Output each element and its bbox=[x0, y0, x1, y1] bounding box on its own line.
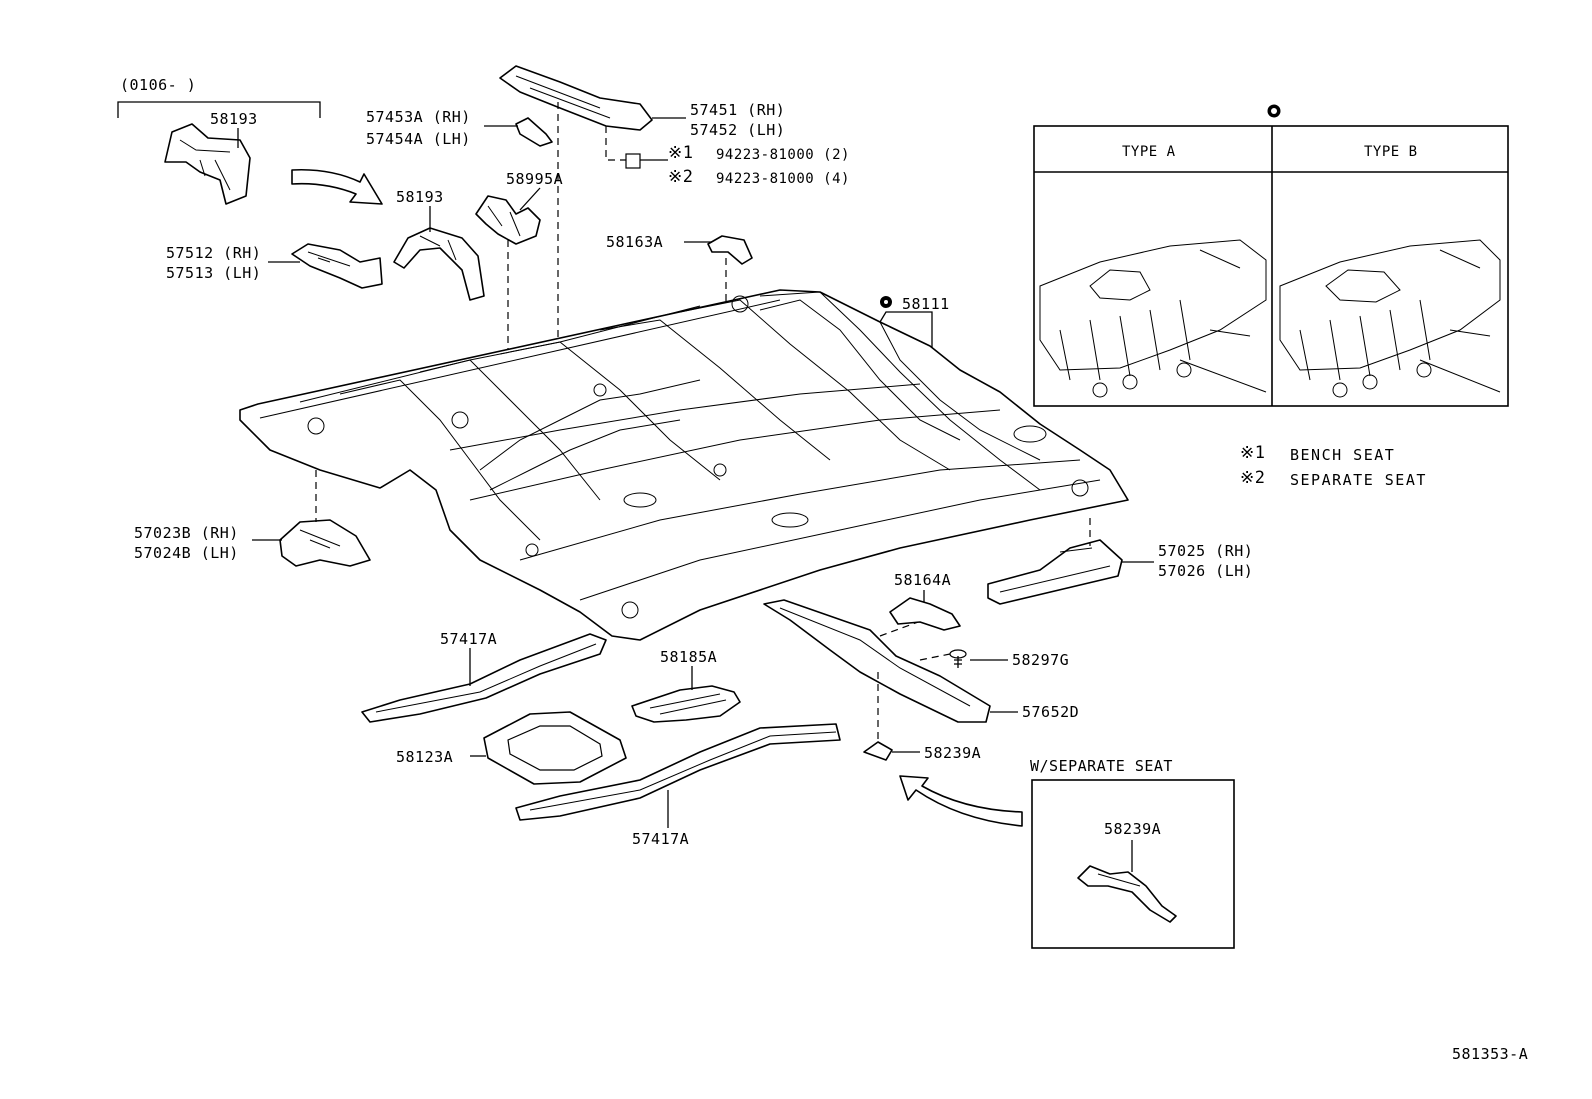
legend-text-2: SEPARATE SEAT bbox=[1290, 471, 1427, 489]
label-58995A: 58995A bbox=[506, 170, 564, 188]
label-58193: 58193 bbox=[396, 188, 444, 206]
range-label: (0106- ) bbox=[120, 76, 197, 94]
type-a-header: TYPE A bbox=[1122, 144, 1176, 160]
label-58163A: 58163A bbox=[606, 233, 664, 251]
figure-code: 581353-A bbox=[1452, 1045, 1529, 1063]
type-b-header: TYPE B bbox=[1364, 144, 1418, 160]
part-57025 bbox=[987, 539, 1154, 605]
label-57024B: 57024B (LH) bbox=[134, 544, 239, 562]
part-57453A bbox=[484, 117, 553, 147]
part-58239A bbox=[863, 741, 920, 761]
label-57512: 57512 (RH) bbox=[166, 244, 262, 262]
label-58297G: 58297G bbox=[1012, 651, 1070, 669]
label-57417A-top: 57417A bbox=[440, 630, 498, 648]
range-bracket bbox=[117, 101, 321, 118]
label-58123A: 58123A bbox=[396, 748, 454, 766]
label-58239A: 58239A bbox=[924, 744, 982, 762]
legend-mark-2: ※2 bbox=[1240, 468, 1266, 488]
legend-mark-1: ※1 bbox=[1240, 443, 1266, 463]
part-58297G bbox=[949, 649, 1008, 668]
label-57452: 57452 (LH) bbox=[690, 121, 786, 139]
part-57023B bbox=[252, 519, 371, 567]
note2-mark: ※2 bbox=[668, 167, 694, 187]
label-57652D: 57652D bbox=[1022, 703, 1080, 721]
leader-dashed bbox=[605, 126, 626, 161]
label-58239A-inset: 58239A bbox=[1104, 820, 1162, 838]
mark-icon bbox=[880, 296, 892, 308]
note1-mark: ※1 bbox=[668, 143, 694, 163]
leader-58111 bbox=[879, 311, 933, 348]
part-58239A-inset bbox=[1077, 840, 1177, 923]
part-58164A bbox=[889, 590, 961, 631]
part-58995A bbox=[475, 187, 541, 245]
label-57026: 57026 (LH) bbox=[1158, 562, 1254, 580]
inset-title: W/SEPARATE SEAT bbox=[1030, 757, 1173, 775]
label-57453A: 57453A (RH) bbox=[366, 108, 471, 126]
label-57513: 57513 (LH) bbox=[166, 264, 262, 282]
label-58193-top: 58193 bbox=[210, 110, 258, 128]
leader-dashed bbox=[919, 653, 951, 661]
label-57454A: 57454A (LH) bbox=[366, 130, 471, 148]
part-57652D bbox=[763, 599, 1018, 723]
label-57023B: 57023B (RH) bbox=[134, 524, 239, 542]
part-58111-floor-pan bbox=[239, 289, 1129, 641]
clip-94223 bbox=[625, 153, 641, 169]
part-57451 bbox=[499, 65, 686, 131]
label-58111: 58111 bbox=[902, 295, 950, 313]
arrow-icon bbox=[291, 168, 383, 205]
part-58163A bbox=[684, 235, 753, 265]
label-note2-part: 94223-81000 (4) bbox=[716, 171, 850, 187]
part-58193 bbox=[393, 206, 485, 301]
label-57417A-bottom: 57417A bbox=[632, 830, 690, 848]
part-58185A bbox=[631, 666, 741, 723]
label-note1-part: 94223-81000 (2) bbox=[716, 147, 850, 163]
label-58185A: 58185A bbox=[660, 648, 718, 666]
label-57451: 57451 (RH) bbox=[690, 101, 786, 119]
leader-dashed bbox=[879, 621, 919, 637]
part-57417A-bottom bbox=[515, 723, 841, 828]
label-57025: 57025 (RH) bbox=[1158, 542, 1254, 560]
inset-box bbox=[1031, 779, 1235, 949]
part-58193-top bbox=[164, 123, 251, 205]
part-57417A-top bbox=[361, 633, 607, 723]
type-table bbox=[1033, 125, 1509, 407]
part-57512 bbox=[268, 243, 383, 289]
arrow-icon bbox=[899, 775, 1023, 827]
part-58123A bbox=[470, 711, 627, 785]
label-58164A: 58164A bbox=[894, 571, 952, 589]
legend-text-1: BENCH SEAT bbox=[1290, 446, 1396, 464]
